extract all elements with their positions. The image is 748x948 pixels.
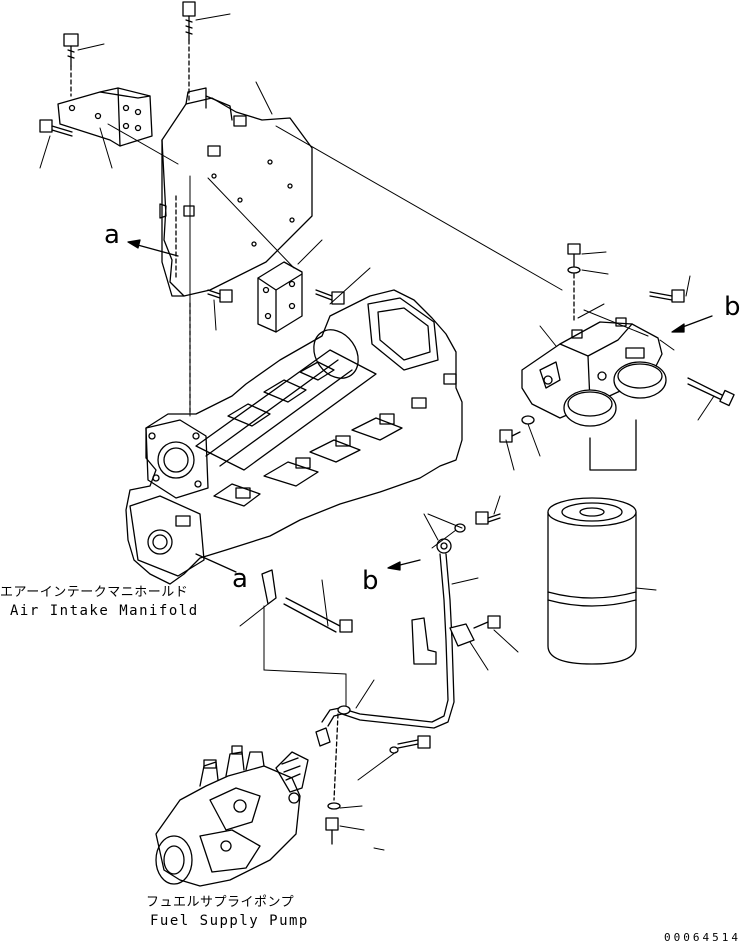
long-bolt-filter-head: [687, 377, 735, 407]
view-label-b-left: b: [362, 566, 379, 596]
view-label-b-right: b: [724, 292, 741, 322]
spacer-plate: [257, 261, 303, 333]
mounting-bracket: [57, 87, 153, 147]
bolt-filter-head-top: [567, 243, 581, 321]
bolt-tube-middle: [389, 735, 431, 754]
view-arrow-a-top: [127, 239, 179, 257]
bolt-filter-head-right: [649, 289, 685, 303]
tube-clip: [411, 617, 437, 665]
elbow-fitting: [315, 705, 351, 747]
callout-leaders: [39, 13, 715, 851]
air-intake-manifold-label-en: Air Intake Manifold: [10, 603, 199, 619]
manifold-connector: [261, 569, 353, 633]
view-arrow-a-bottom: [195, 553, 237, 573]
fuel-supply-pump-label-en: Fuel Supply Pump: [150, 913, 309, 929]
reference-lines: [107, 123, 649, 781]
view-arrow-b-left: [387, 559, 421, 571]
fuel-filter-cartridge: [547, 419, 637, 665]
fuel-supply-pump: [155, 745, 309, 887]
washer-and-bolt-filter-head: [499, 415, 535, 443]
bolt-top-center: [182, 1, 196, 101]
drawing-number: 00064514: [664, 931, 741, 944]
filter-mount-left: [563, 389, 617, 427]
bolt-plate-right: [315, 289, 345, 305]
view-label-a-bottom: a: [232, 564, 248, 594]
air-intake-manifold: [125, 289, 463, 585]
fuel-supply-pump-label-jp: フュエルサプライポンプ: [146, 895, 295, 910]
view-label-a-top: a: [104, 220, 120, 250]
tube-clamp: [449, 615, 501, 647]
air-intake-manifold-label-jp: エアーインテークマニホールド: [0, 585, 189, 600]
view-arrow-b-right: [671, 315, 713, 333]
bolt-left-side: [39, 119, 73, 137]
filter-mount-right: [613, 361, 667, 399]
bolt-top-left: [63, 33, 79, 97]
banjo-bolt-bottom: [325, 713, 341, 845]
bolt-plate-left: [207, 289, 233, 303]
